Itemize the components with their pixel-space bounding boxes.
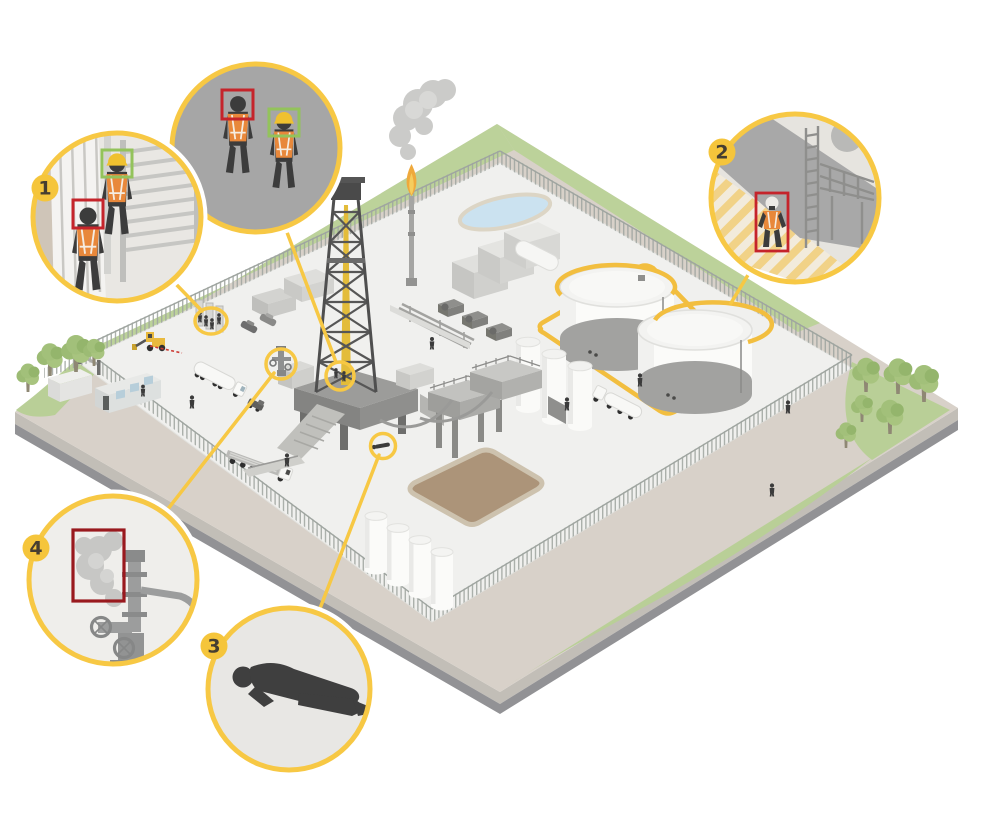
tanker-truck-left bbox=[193, 361, 248, 397]
highlight-rig-floor bbox=[324, 360, 356, 392]
stairs bbox=[548, 396, 566, 424]
callout-4-gas-leak bbox=[22, 489, 204, 671]
badge-3: 3 bbox=[200, 632, 228, 660]
callout-3-man-down bbox=[201, 601, 377, 777]
smoke-plume bbox=[389, 79, 456, 160]
callout-badges: 1 2 3 4 bbox=[22, 138, 736, 660]
connector-3 bbox=[317, 453, 381, 613]
connector-4 bbox=[162, 371, 276, 516]
storage-tank-2 bbox=[637, 309, 753, 414]
flare-stack bbox=[389, 79, 456, 286]
horizontal-tank bbox=[514, 240, 559, 271]
detection-box-red-dark bbox=[71, 528, 126, 603]
mud-tank-b bbox=[470, 355, 542, 400]
zone-arc-tank2 bbox=[653, 300, 775, 345]
ladder-platform bbox=[804, 126, 875, 248]
callout-connectors bbox=[162, 225, 753, 613]
lying-person-silhouette bbox=[232, 662, 368, 716]
badge-2-number: 2 bbox=[715, 142, 728, 164]
mud-pit bbox=[407, 447, 545, 527]
site-people bbox=[140, 337, 791, 497]
rig-cabin bbox=[396, 363, 434, 390]
zone-arc-tank1 bbox=[554, 262, 678, 297]
rig-ramp bbox=[277, 404, 345, 459]
pond bbox=[457, 192, 553, 232]
vehicles bbox=[193, 361, 643, 482]
lying-worker-site bbox=[371, 442, 390, 450]
detection-box-green bbox=[100, 148, 134, 179]
drill-rig bbox=[243, 177, 444, 477]
drill-derrick bbox=[314, 177, 378, 393]
worker-in-zone bbox=[758, 196, 786, 247]
gate-sensor-beam bbox=[149, 345, 183, 354]
camera-highlights bbox=[193, 306, 398, 461]
detection-box-red bbox=[754, 191, 790, 253]
highlight-turnstile bbox=[193, 306, 229, 336]
detection-box-red bbox=[220, 88, 255, 121]
badge-4-number: 4 bbox=[29, 538, 42, 560]
tanker-truck-right bbox=[592, 385, 643, 420]
office-trailer bbox=[48, 369, 161, 413]
parked-car bbox=[240, 320, 258, 334]
connector-1 bbox=[170, 278, 204, 313]
badge-1: 1 bbox=[31, 174, 59, 202]
parked-car bbox=[259, 313, 277, 327]
catwalk-beam bbox=[243, 456, 305, 477]
pump-units bbox=[438, 299, 512, 341]
highlight-man-down bbox=[368, 431, 398, 461]
detection-box-red bbox=[71, 198, 105, 230]
badge-3-number: 3 bbox=[207, 636, 220, 658]
badge-1-number: 1 bbox=[38, 178, 51, 200]
catwalk bbox=[390, 305, 470, 349]
connector-1b bbox=[283, 225, 338, 364]
badge-4: 4 bbox=[22, 534, 50, 562]
mud-system bbox=[379, 355, 545, 527]
silos-bottom bbox=[364, 511, 454, 611]
callout-1-turnstile bbox=[26, 126, 208, 308]
badge-2: 2 bbox=[708, 138, 736, 166]
detection-box-green bbox=[267, 107, 301, 138]
highlight-wellhead bbox=[264, 347, 298, 381]
connector-2 bbox=[729, 268, 753, 305]
grass-band-topright bbox=[497, 124, 820, 332]
generator-buildings bbox=[390, 222, 560, 350]
alarm-dot bbox=[862, 122, 870, 130]
storage-tank-zone bbox=[515, 262, 775, 431]
grass-tongue-bottomright bbox=[505, 458, 872, 687]
grass-band-topleft bbox=[15, 124, 514, 412]
